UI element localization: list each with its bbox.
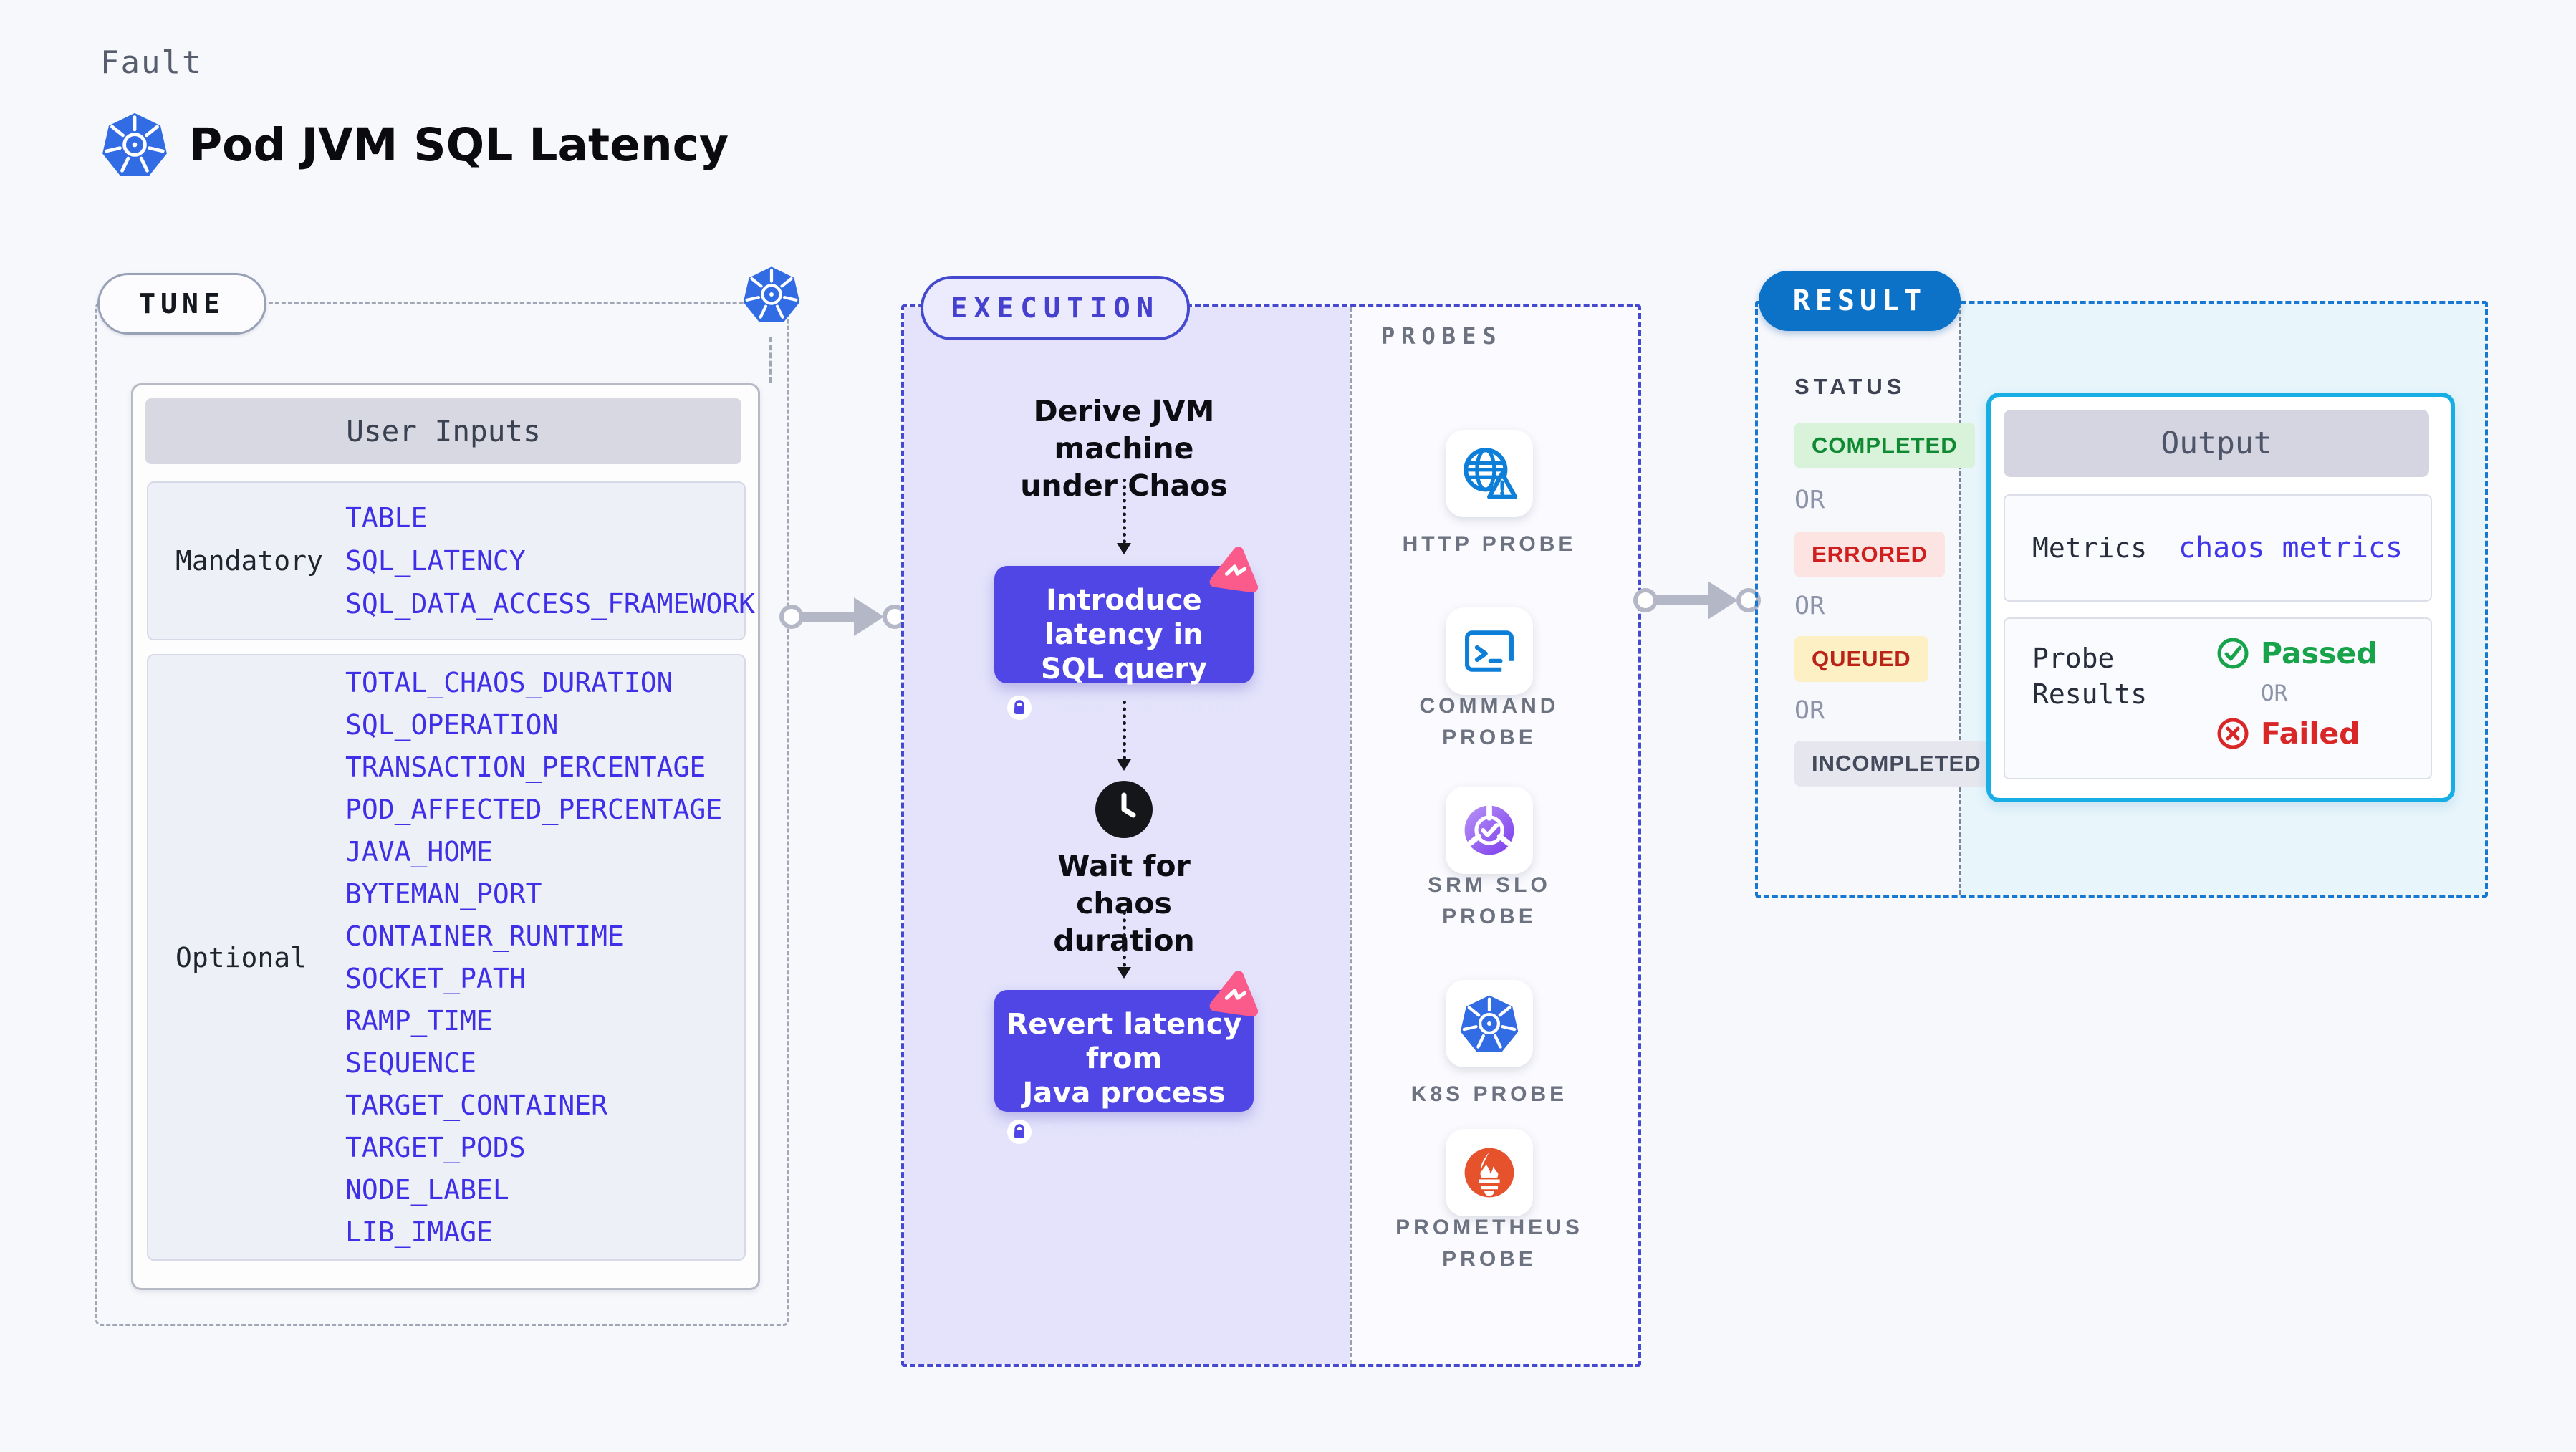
privilege-row: Privilege access required (994, 695, 1254, 721)
param-item: LIB_IMAGE (345, 1216, 493, 1248)
step-title: Introduce latency in SQL query (1040, 584, 1208, 686)
param-item: SQL_OPERATION (345, 708, 559, 741)
or-separator: OR (2261, 681, 2288, 706)
privilege-text: Privilege access required (1041, 1121, 1241, 1142)
tune-badge: TUNE (97, 273, 266, 335)
flow-dotted-arrow (1117, 911, 1131, 979)
or-separator: OR (1794, 486, 1825, 514)
param-item: TARGET_PODS (345, 1131, 526, 1163)
arrow-endpoint-dot (1633, 588, 1658, 612)
arrow-head (1708, 581, 1738, 620)
tune-to-execution-arrow (779, 597, 907, 636)
probe-label: SRM SLO PROBE (1428, 873, 1551, 928)
lock-icon (1007, 1120, 1032, 1144)
param-item: TABLE (345, 502, 428, 534)
metrics-row: Metrics chaos metrics (2004, 494, 2432, 602)
passed-label: Passed (2261, 636, 2378, 670)
param-item: SOCKET_PATH (345, 962, 526, 994)
probe-label: K8S PROBE (1410, 1082, 1568, 1106)
slo-gauge-icon (1464, 804, 1514, 855)
optional-values: TOTAL_CHAOS_DURATION SQL_OPERATION TRANS… (345, 662, 722, 1254)
mandatory-label: Mandatory (176, 545, 323, 577)
passed-row: Passed (2216, 636, 2378, 670)
tune-k8s-connector (769, 337, 772, 383)
param-item: SQL_LATENCY (345, 545, 526, 577)
http-probe-card (1446, 430, 1533, 517)
user-inputs-header: User Inputs (145, 398, 741, 464)
arrow-endpoint-dot (779, 605, 804, 629)
step-title: Revert latency from Java process (1006, 1008, 1242, 1110)
probe-results-label: Probe Results (2032, 643, 2148, 710)
check-circle-icon (2217, 638, 2249, 669)
metrics-value: chaos metrics (2178, 532, 2403, 564)
optional-label: Optional (176, 941, 307, 973)
status-badge-incompleted: INCOMPLETED (1794, 741, 1999, 787)
introduce-latency-step: Introduce latency in SQL query Privilege… (994, 566, 1254, 720)
result-divider (1959, 304, 1961, 895)
privilege-row: Privilege access required (994, 1119, 1254, 1145)
probes-divider (1350, 307, 1352, 1364)
param-item: BYTEMAN_PORT (345, 878, 542, 910)
probe-label: PROMETHEUS PROBE (1395, 1216, 1583, 1271)
arrow-shaft (802, 612, 855, 622)
terminal-icon (1465, 630, 1514, 672)
param-item: TOTAL_CHAOS_DURATION (345, 666, 673, 698)
status-label: STATUS (1794, 374, 1906, 399)
optional-row: Optional TOTAL_CHAOS_DURATION SQL_OPERAT… (147, 654, 746, 1261)
x-circle-icon (2217, 718, 2249, 749)
execution-badge: EXECUTION (921, 276, 1190, 340)
param-item: RAMP_TIME (345, 1004, 493, 1037)
probes-label: PROBES (1381, 322, 1503, 350)
flow-dotted-arrow (1117, 479, 1131, 554)
param-item: JAVA_HOME (345, 835, 493, 867)
tune-panel (95, 302, 789, 1326)
privilege-text: Privilege access required (1041, 697, 1241, 718)
clock-icon (1095, 781, 1153, 838)
output-header: Output (2004, 410, 2429, 477)
kubernetes-icon (100, 109, 169, 181)
probe-results-values: Passed OR Failed (2216, 636, 2378, 751)
mandatory-values: TABLE SQL_LATENCY SQL_DATA_ACCESS_FRAMEW… (345, 496, 755, 625)
param-item: SEQUENCE (345, 1047, 477, 1079)
arrow-shaft (1656, 595, 1709, 605)
status-badge-errored: ERRORED (1794, 532, 1946, 577)
command-probe-card (1446, 607, 1533, 695)
mandatory-row: Mandatory TABLE SQL_LATENCY SQL_DATA_ACC… (147, 481, 755, 640)
status-badge-queued: QUEUED (1794, 636, 1928, 682)
param-item: NODE_LABEL (345, 1173, 509, 1206)
revert-latency-step: Revert latency from Java process Privile… (994, 990, 1254, 1144)
lock-icon (1007, 696, 1032, 720)
chaos-spark-icon (1206, 965, 1266, 1025)
kubernetes-icon (741, 255, 802, 334)
flow-dotted-arrow (1117, 701, 1131, 771)
title-row: Pod JVM SQL Latency (100, 109, 729, 181)
param-item: SQL_DATA_ACCESS_FRAMEWORK (345, 588, 755, 620)
or-separator: OR (1794, 696, 1825, 725)
derive-step-text: Derive JVM machine under Chaos (1020, 394, 1228, 503)
prometheus-probe-card (1446, 1129, 1533, 1216)
metrics-label: Metrics (2032, 532, 2148, 564)
param-item: TRANSACTION_PERCENTAGE (345, 751, 706, 783)
prometheus-icon (1464, 1148, 1514, 1198)
failed-label: Failed (2261, 716, 2360, 751)
param-item: TARGET_CONTAINER (345, 1089, 608, 1121)
status-badge-completed: COMPLETED (1794, 423, 1975, 468)
chaos-spark-icon (1206, 541, 1266, 601)
page-title: Pod JVM SQL Latency (189, 118, 729, 171)
or-separator: OR (1794, 592, 1825, 620)
fault-eyebrow: Fault (100, 44, 203, 81)
param-item: CONTAINER_RUNTIME (345, 920, 624, 952)
srm-slo-probe-card (1446, 787, 1533, 874)
kubernetes-icon (1458, 993, 1520, 1054)
k8s-probe-card (1446, 980, 1533, 1067)
arrow-head (854, 597, 884, 636)
probe-label: HTTP PROBE (1402, 532, 1577, 556)
probe-results-row: Probe Results Passed OR Failed (2004, 617, 2432, 779)
globe-warning-icon (1464, 448, 1518, 499)
probe-label: COMMAND PROBE (1419, 694, 1559, 749)
execution-to-result-arrow (1633, 581, 1761, 620)
param-item: POD_AFFECTED_PERCENTAGE (345, 793, 723, 825)
result-badge: RESULT (1759, 271, 1961, 331)
failed-row: Failed (2216, 716, 2378, 751)
